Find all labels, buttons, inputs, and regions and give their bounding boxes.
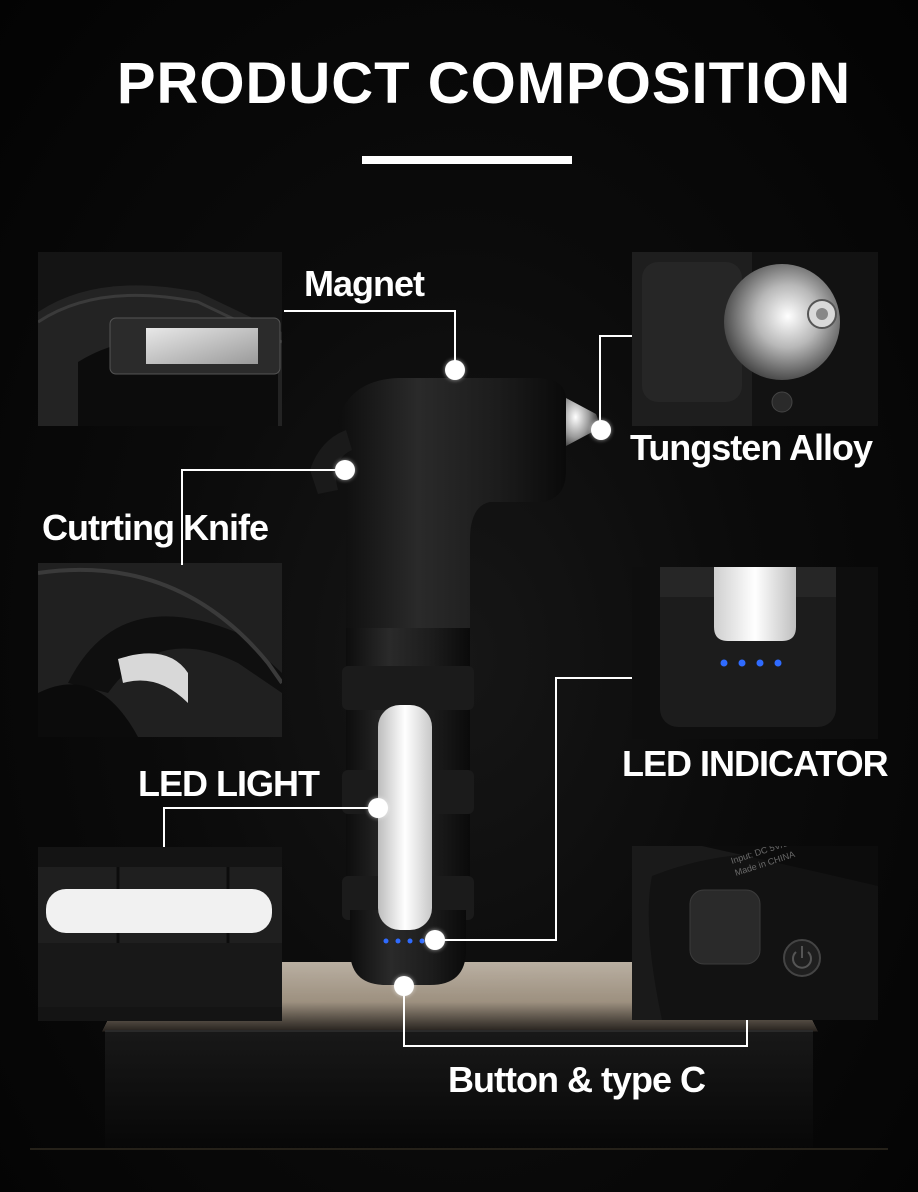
magnet-label: Magnet [304,266,424,302]
led-indicator-label: LED INDICATOR [622,746,888,782]
tungsten-label: Tungsten Alloy [630,430,872,466]
led-light-label: LED LIGHT [138,766,319,802]
led-indicator-marker [425,930,445,950]
tungsten-marker [591,420,611,440]
knife-label: Cutrting Knife [42,510,268,546]
button-typec-label: Button & type C [448,1062,705,1098]
knife-marker [335,460,355,480]
led-light-marker [368,798,388,818]
magnet-marker [445,360,465,380]
button-marker [394,976,414,996]
